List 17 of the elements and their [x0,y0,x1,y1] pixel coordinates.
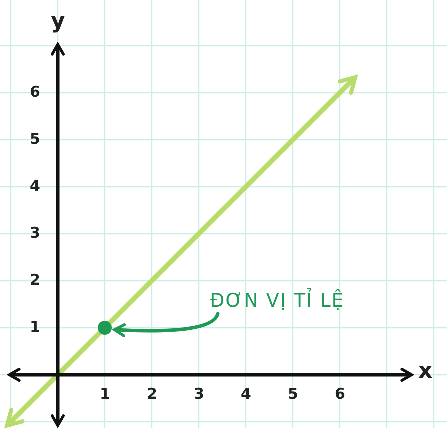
tick-label: 6 [335,387,346,402]
tick-label: 3 [30,226,40,241]
tick-label: 5 [288,387,298,402]
tick-label: 6 [30,85,40,100]
tick-label: 2 [30,273,40,288]
tick-label: 3 [194,387,204,402]
tick-label: 2 [147,387,158,402]
tick-label: 4 [30,179,40,194]
tick-label: 1 [30,320,40,335]
arrow [113,312,220,338]
tick-label: 5 [30,132,40,147]
tick-label: 4 [241,387,252,402]
axis-label: x [418,361,433,383]
tick-label: 1 [100,387,110,402]
annotation-text: ĐƠN VỊ TỈ LỆ [210,290,345,312]
axis-label: y [51,11,66,33]
data-point [98,321,112,335]
